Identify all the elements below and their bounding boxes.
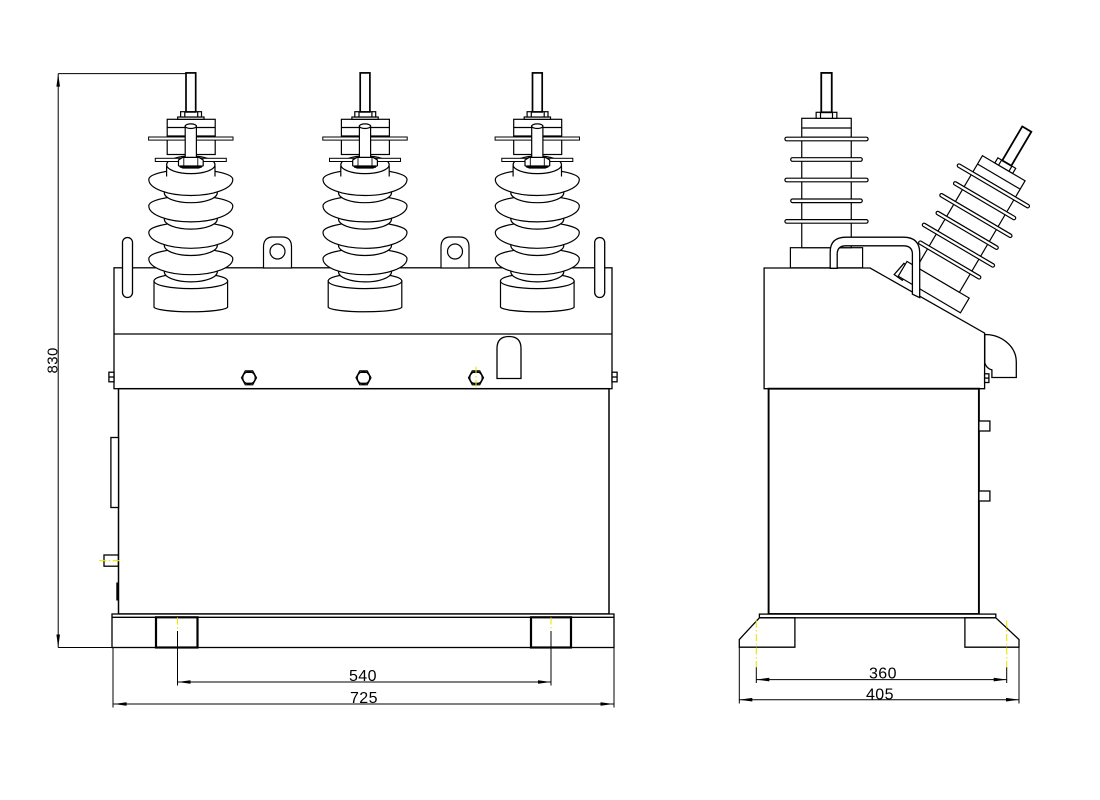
svg-text:540: 540 (349, 668, 377, 685)
svg-text:725: 725 (350, 690, 378, 707)
svg-text:360: 360 (869, 666, 897, 683)
svg-text:405: 405 (866, 687, 894, 704)
svg-text:830: 830 (44, 347, 61, 373)
